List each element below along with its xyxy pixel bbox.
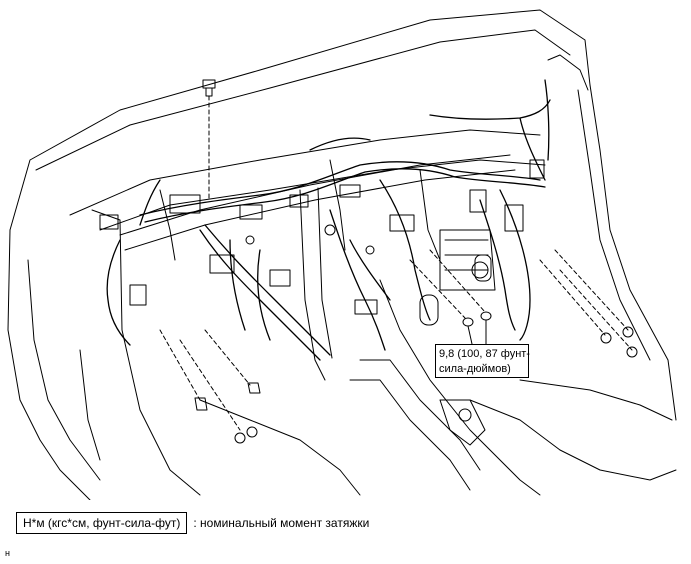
top-bolt [202,79,216,201]
connectors [99,159,545,326]
torque-unit-line: сила-дюймов) [439,363,511,375]
torque-callout-box: 9,8 (100, 87 фунт- сила-дюймов) [435,344,530,378]
center-console [349,359,486,491]
wire-harness [106,79,551,361]
legend-units-box: Н*м (кгс*см, фунт-сила-фут) [16,512,188,534]
left-bolts [159,329,261,444]
torque-legend: Н*м (кгс*см, фунт-сила-фут) : номинальны… [16,512,369,534]
corner-mark: н [5,548,10,558]
torque-value-line: 9,8 (100, 87 фунт- [439,348,530,360]
vehicle-body-outline [7,9,677,500]
dashboard-surface [69,129,546,261]
right-nuts [539,249,638,358]
instrument-panel-wiring-diagram [7,9,677,500]
legend-description: : номинальный момент затяжки [193,516,370,530]
center-nuts [409,249,492,345]
